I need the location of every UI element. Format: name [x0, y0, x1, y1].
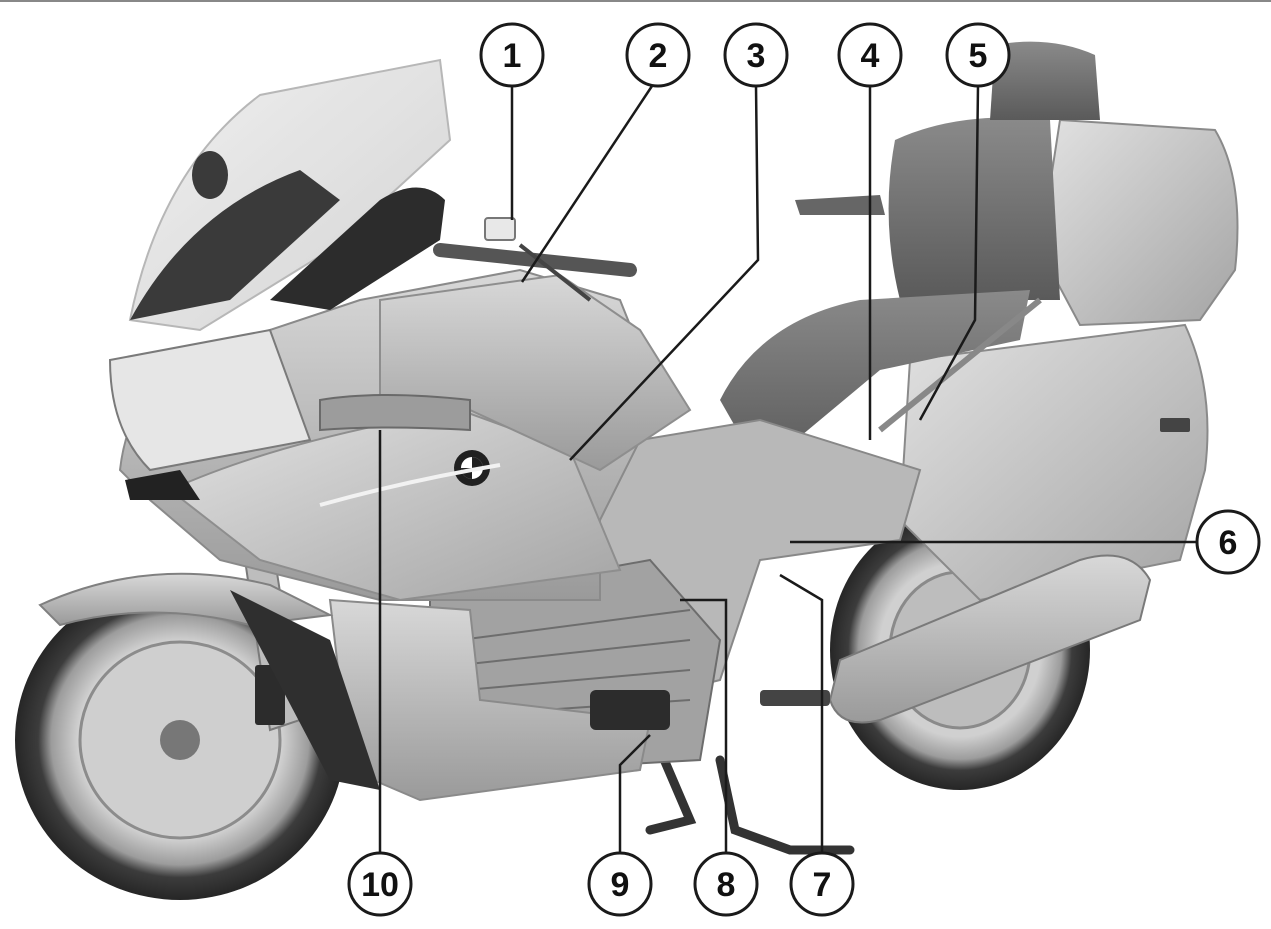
callout-label: 6	[1219, 524, 1238, 562]
leader-5	[918, 85, 980, 421]
footrest	[590, 690, 830, 730]
handlebar	[433, 217, 637, 302]
mirrors	[192, 151, 445, 310]
grab-rail	[795, 195, 1042, 433]
callout-3: 3	[723, 22, 789, 88]
top-case	[888, 41, 1239, 327]
callout-label: 8	[717, 866, 736, 904]
front-wheel	[15, 580, 345, 900]
callout-label: 9	[611, 866, 630, 904]
leader-8	[680, 598, 728, 853]
callout-8: 8	[693, 851, 759, 917]
callout-label: 7	[813, 866, 832, 904]
callout-2: 2	[625, 22, 691, 88]
leader-lines	[378, 85, 1196, 853]
callout-label: 1	[503, 37, 522, 75]
center-stand	[645, 745, 855, 855]
motorcycle-illustration	[15, 41, 1239, 900]
leader-3	[569, 85, 760, 461]
exhaust	[828, 554, 1152, 724]
leader-9	[618, 734, 651, 853]
callout-label: 5	[969, 37, 988, 75]
seat	[720, 290, 1030, 470]
callout-9: 9	[587, 851, 653, 917]
callout-4: 4	[837, 22, 903, 88]
callout-label: 3	[747, 37, 766, 75]
callout-1: 1	[479, 22, 545, 88]
callout-label: 2	[649, 37, 668, 75]
side-case	[898, 323, 1209, 602]
callout-6: 6	[1195, 509, 1261, 575]
callout-7: 7	[789, 851, 855, 917]
front-fender	[38, 572, 380, 790]
callout-label: 10	[361, 866, 399, 904]
callouts: 1 2 3 4 5 6 7 8	[347, 22, 1261, 917]
leader-7	[779, 573, 824, 853]
callout-10: 10	[347, 851, 413, 917]
callout-5: 5	[945, 22, 1011, 88]
leader-2	[520, 85, 654, 283]
callout-label: 4	[861, 37, 880, 75]
main-fairing	[108, 268, 692, 602]
